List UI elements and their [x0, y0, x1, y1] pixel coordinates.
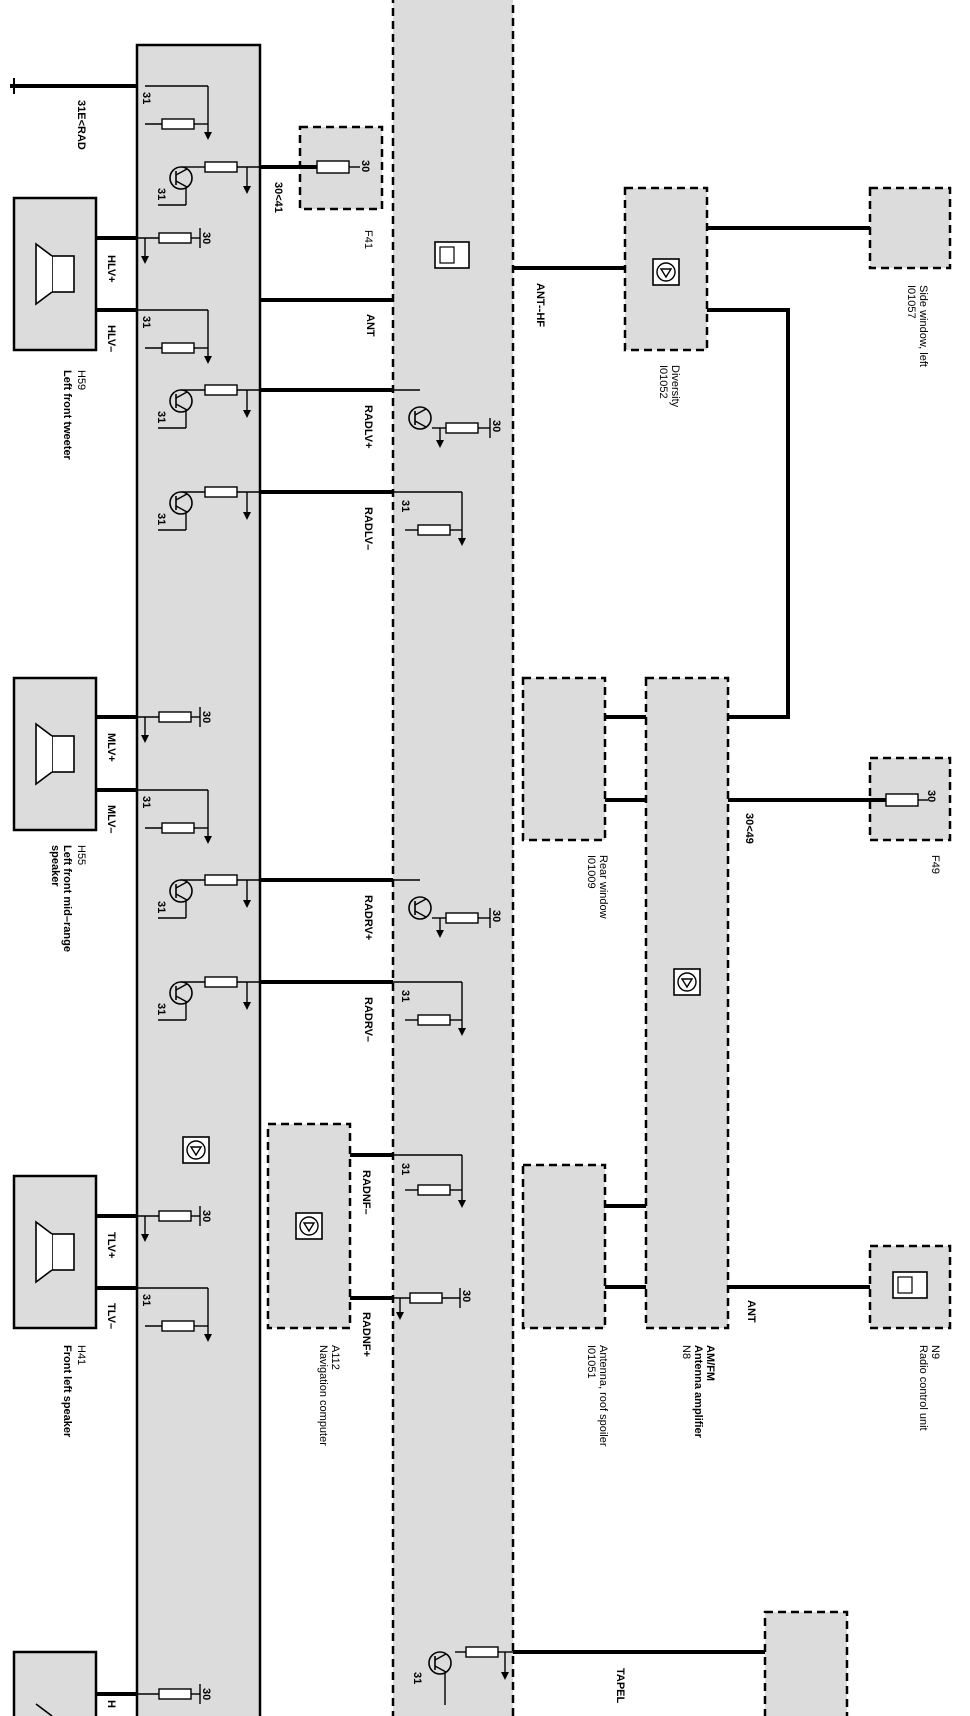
pin-31-label: 31	[140, 796, 152, 808]
pin-30-label: 30	[200, 232, 212, 244]
wire-tapel-label: TAPEL	[614, 1668, 626, 1704]
pin-31-label: 31	[155, 1003, 167, 1015]
fuse-f49-symbol	[885, 793, 919, 807]
wire-ant-hf-label: ANT--HF	[534, 283, 546, 327]
fuse-f49-ref: F49	[929, 855, 941, 874]
pin-30-label: 30	[460, 1290, 472, 1302]
tape-box	[763, 1610, 849, 1716]
transistor-icon	[169, 166, 193, 190]
wire-30-41-label: 30<41	[272, 182, 284, 213]
transistor-icon	[428, 1651, 452, 1675]
navigation-computer-name: Navigation computer	[317, 1345, 329, 1446]
antenna-amplifier-icon	[673, 968, 701, 996]
fuse-f41-symbol	[316, 160, 350, 174]
speaker-h55-name2: speaker	[49, 845, 61, 887]
side-window-box	[868, 186, 952, 270]
wire-radnf-plus-label: RADNF+	[360, 1312, 372, 1357]
transistor-icon	[169, 491, 193, 515]
speaker-bottom-plus: H	[105, 1700, 117, 1708]
wire-radlv-minus-label: RADLV–	[362, 507, 374, 550]
wire-30-49-label: 30<49	[743, 813, 755, 844]
speaker-h41-ref: H41	[75, 1345, 87, 1365]
speaker-bottom-box	[12, 1650, 98, 1716]
ground-wire-label: 31E<RAD	[75, 100, 87, 150]
transistor-icon	[408, 896, 432, 920]
antenna-amplifier-box	[644, 676, 730, 1330]
pin-31-label: 31	[399, 500, 411, 512]
wire-ant-label: ANT	[364, 314, 376, 337]
wire-radnf-minus-label: RADNF–	[360, 1170, 372, 1215]
pin-31-label: 31	[140, 316, 152, 328]
rear-window-ref: I01009	[585, 855, 597, 889]
navigation-computer-icon	[295, 1212, 323, 1240]
radio-control-icon	[892, 1271, 928, 1299]
speaker-h59-plus: HLV+	[105, 255, 117, 283]
pin-31-label: 31	[399, 990, 411, 1002]
wire-radrv-plus-label: RADRV+	[362, 895, 374, 940]
module-right-circuits	[393, 389, 513, 1705]
wire-radrv-minus-label: RADRV–	[362, 997, 374, 1042]
fuse-f49-pin: 30	[925, 790, 937, 802]
speaker-h55-minus: MLV–	[105, 805, 117, 834]
fuse-f41-pin: 30	[359, 160, 371, 172]
antenna-amplifier-name: Antenna amplifier	[692, 1345, 704, 1439]
pin-31-label: 31	[155, 188, 167, 200]
speaker-h55-plus: MLV+	[105, 733, 117, 762]
pin-30-label: 30	[200, 711, 212, 723]
speaker-h41-minus: TLV–	[105, 1303, 117, 1329]
pin-30-label: 30	[490, 420, 502, 432]
wire-diversity-amplifier	[707, 308, 790, 719]
radio-control-name: Radio control unit	[917, 1345, 929, 1431]
pin-31-label: 31	[155, 901, 167, 913]
rear-window-name: Rear window	[597, 855, 609, 919]
speaker-h55-icon	[35, 722, 75, 786]
fuse-f41-ref: F41	[362, 230, 374, 249]
wire-ant-radio-label: ANT	[745, 1300, 757, 1323]
diversity-amplifier-icon	[652, 258, 680, 286]
pin-30-label: 30	[200, 1688, 212, 1700]
transistor-icon	[169, 879, 193, 903]
wire-radlv-plus-label: RADLV+	[362, 405, 374, 449]
transistor-icon	[169, 389, 193, 413]
pin-31-label: 31	[155, 513, 167, 525]
rear-window-box	[521, 676, 607, 842]
pin-31-label: 31	[399, 1163, 411, 1175]
pin-30-label: 30	[200, 1210, 212, 1222]
roof-spoiler-name: Antenna, roof spoiler	[597, 1345, 609, 1447]
speaker-h55-name: Left front mid–range	[61, 845, 73, 952]
speaker-h41-icon	[35, 1220, 75, 1284]
speaker-h59-name: Left front tweeter	[61, 370, 73, 461]
side-window-name: Side window, left	[917, 285, 929, 367]
speaker-h59-ref: H59	[75, 370, 87, 390]
pin-30-label: 30	[490, 910, 502, 922]
roof-spoiler-ref: I01051	[585, 1345, 597, 1379]
pin-31-label: 31	[140, 92, 152, 104]
navigation-computer-ref: A112	[329, 1345, 341, 1370]
transistor-icon	[408, 406, 432, 430]
pin-31-label: 31	[155, 411, 167, 423]
diversity-ref: I01052	[657, 365, 669, 399]
speaker-h41-name: Front left speaker	[61, 1345, 73, 1438]
roof-spoiler-antenna-box	[521, 1163, 607, 1330]
pin-31-label: 31	[140, 1294, 152, 1306]
radio-amplifier-icon	[182, 1136, 210, 1164]
radio-control-ref: N9	[929, 1345, 941, 1359]
radio-icon	[434, 241, 470, 269]
antenna-amplifier-name2: AM/FM	[704, 1345, 716, 1381]
transistor-icon	[169, 981, 193, 1005]
side-window-ref: I01057	[905, 285, 917, 319]
speaker-h55-ref: H55	[75, 845, 87, 865]
speaker-h59-icon	[35, 242, 75, 306]
antenna-amplifier-ref: N8	[680, 1345, 692, 1359]
speaker-h59-minus: HLV–	[105, 325, 117, 352]
radio-module-dashed-block	[391, 0, 515, 1716]
pin-31-label: 31	[411, 1672, 423, 1684]
speaker-h41-plus: TLV+	[105, 1232, 117, 1258]
diversity-name: Diversity	[669, 365, 681, 408]
